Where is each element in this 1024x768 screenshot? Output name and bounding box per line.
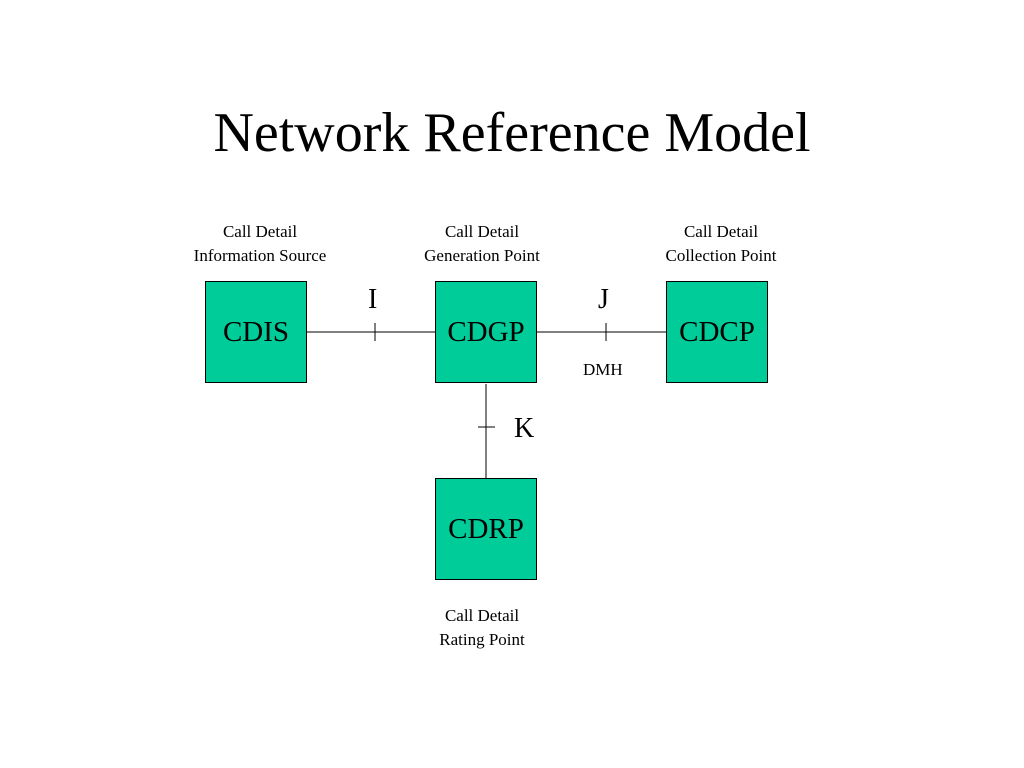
node-cdgp-label: CDGP — [447, 315, 525, 348]
cdis-caption-line2: Information Source — [193, 246, 327, 265]
cdis-caption: Call Detail Information Source — [160, 220, 360, 268]
node-cdgp: CDGP — [435, 281, 537, 383]
node-cdrp-label: CDRP — [448, 512, 524, 545]
interface-i-label: I — [368, 284, 378, 315]
cdgp-caption-line2: Generation Point — [424, 246, 540, 265]
cdcp-caption-line1: Call Detail — [683, 222, 759, 241]
interface-k-label: K — [514, 413, 535, 444]
interface-j-label: J — [598, 284, 609, 315]
node-cdis-label: CDIS — [222, 315, 290, 348]
interface-j-sublabel: DMH — [583, 360, 623, 379]
node-cdrp: CDRP — [435, 478, 537, 580]
cdrp-caption: Call Detail Rating Point — [382, 604, 582, 652]
node-cdis: CDIS — [205, 281, 307, 383]
node-cdcp: CDCP — [666, 281, 768, 383]
cdis-caption-line1: Call Detail — [222, 222, 298, 241]
cdrp-caption-line2: Rating Point — [439, 630, 525, 649]
cdrp-caption-line1: Call Detail — [444, 606, 520, 625]
cdcp-caption: Call Detail Collection Point — [621, 220, 821, 268]
cdcp-caption-line2: Collection Point — [665, 246, 777, 265]
page-title: Network Reference Model — [213, 102, 811, 164]
cdgp-caption-line1: Call Detail — [444, 222, 520, 241]
node-cdcp-label: CDCP — [679, 315, 755, 348]
cdgp-caption: Call Detail Generation Point — [382, 220, 582, 268]
